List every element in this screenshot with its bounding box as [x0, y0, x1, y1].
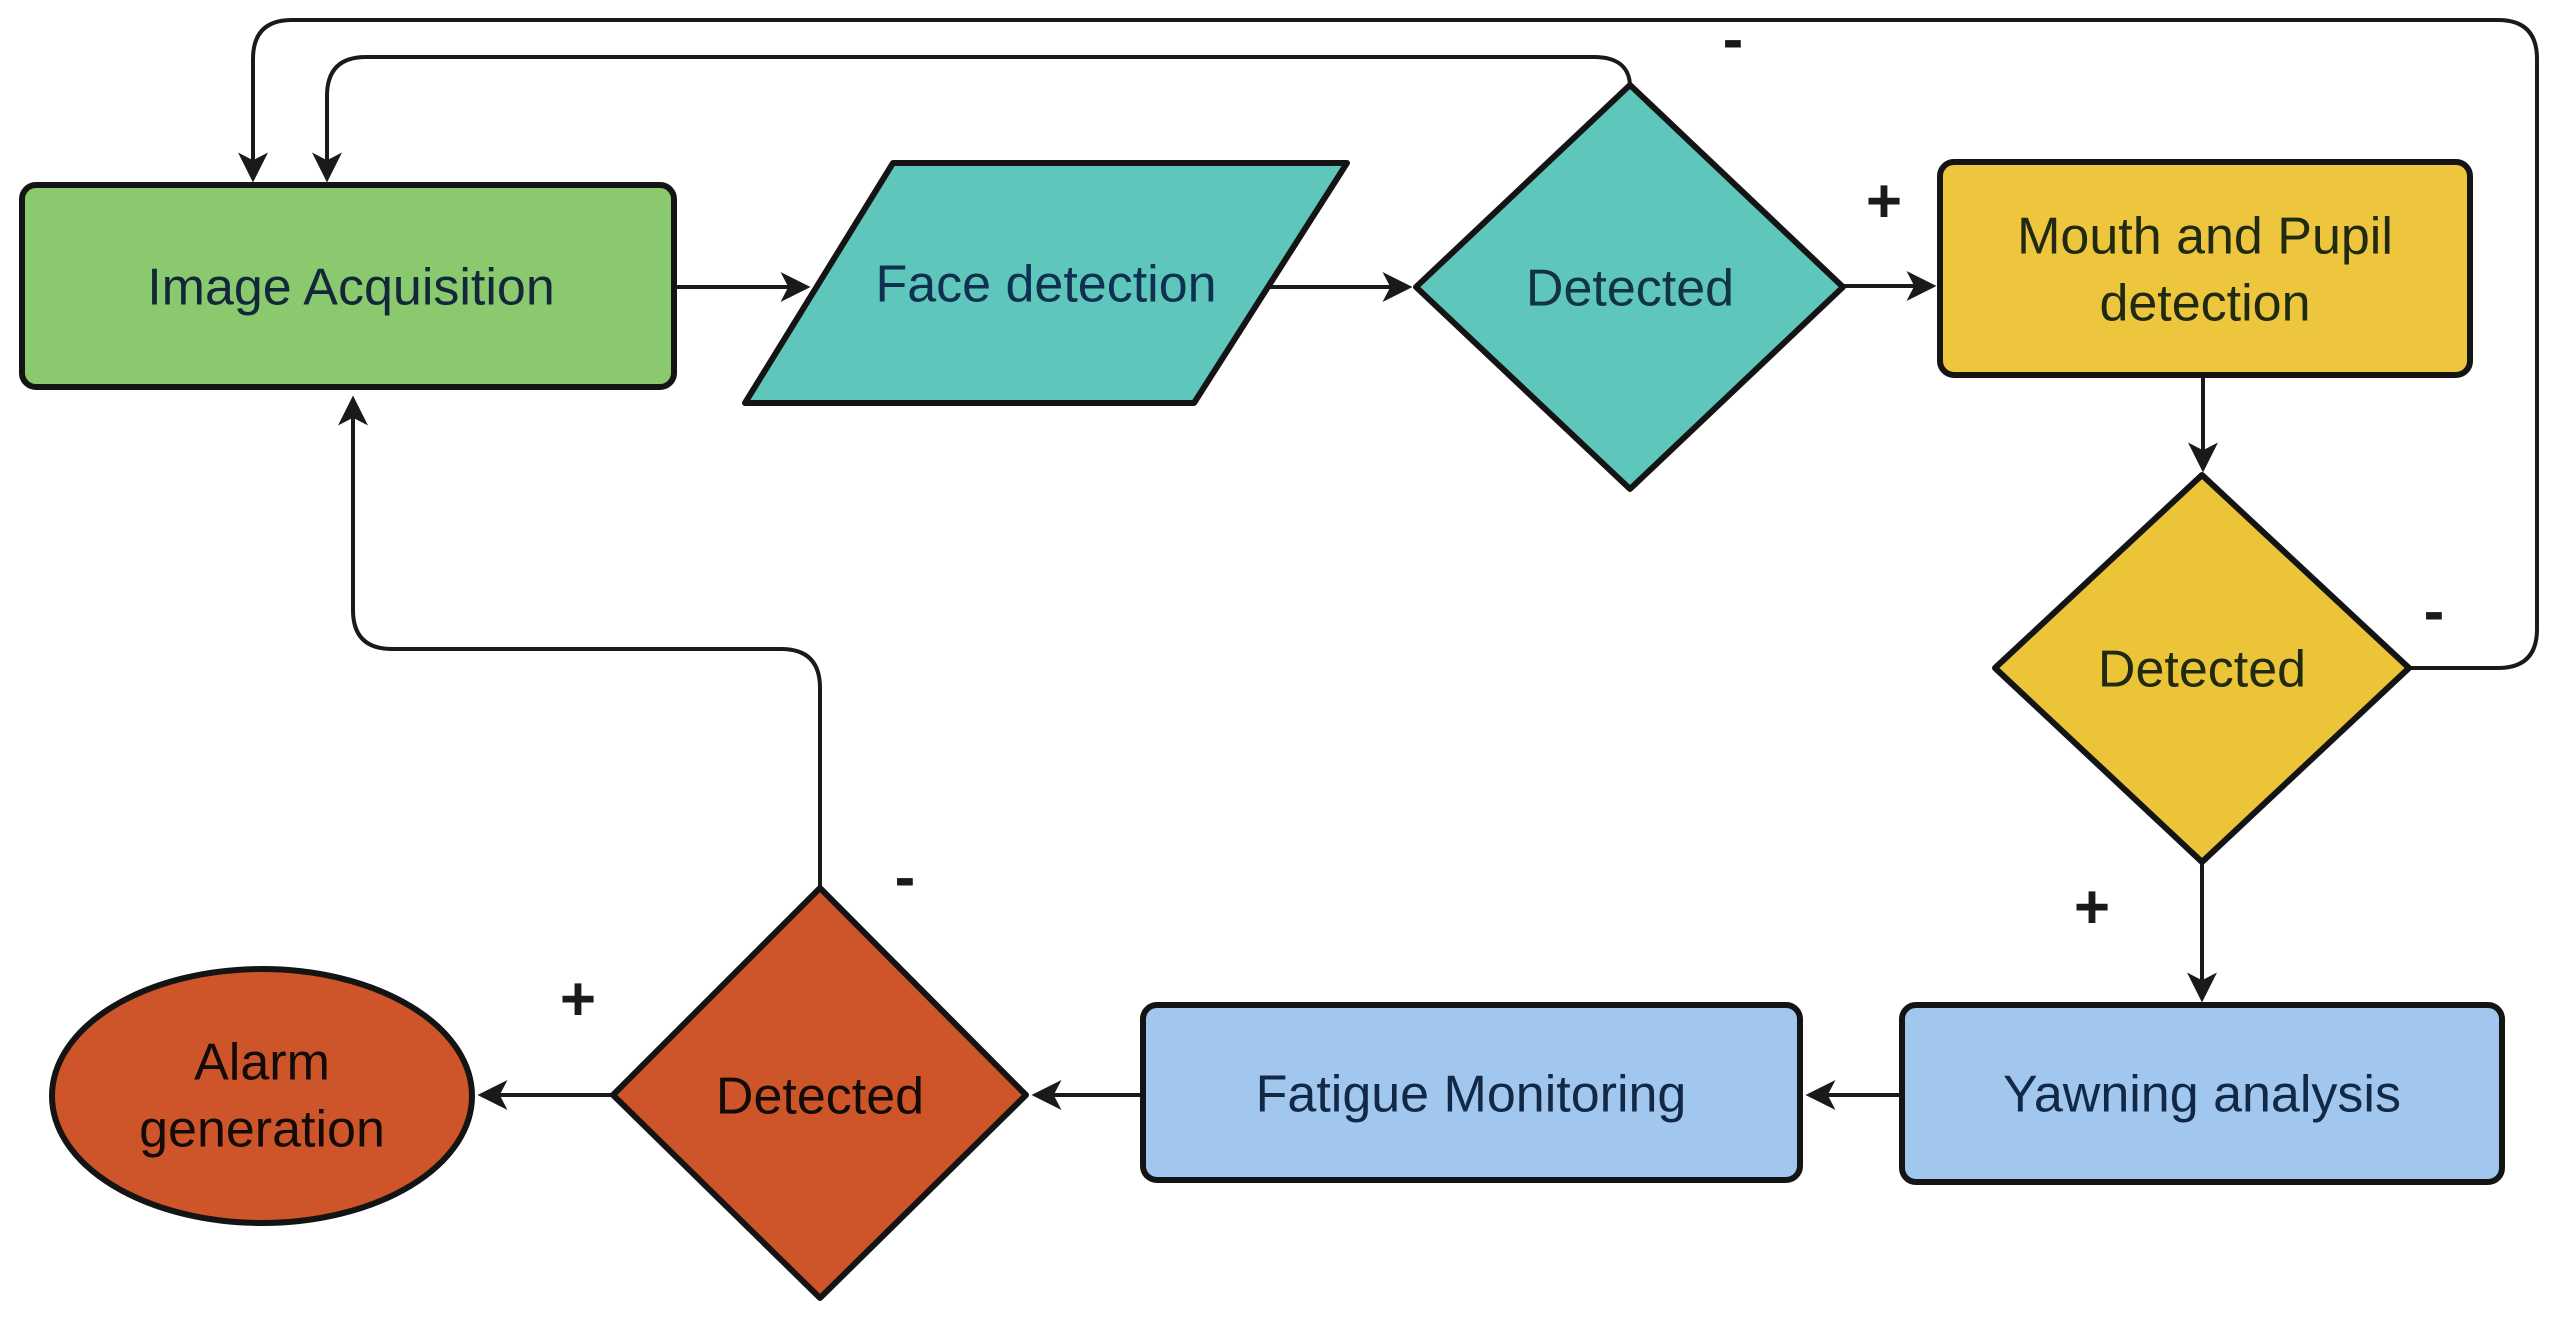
node-image-acquisition	[19, 182, 677, 390]
nodes-layer	[19, 82, 2505, 1301]
edges-layer	[238, 18, 2539, 1110]
node-face-detected	[1413, 82, 1846, 492]
node-fatigue-monitoring	[1140, 1002, 1803, 1183]
node-face-detection	[742, 160, 1350, 406]
node-mouth-pupil-detected	[1992, 472, 2412, 865]
node-mouth-pupil-detection	[1937, 159, 2473, 378]
edge-detected-minus-loop-outer	[238, 18, 2539, 670]
edge-detected-minus-loop-inner	[312, 55, 1632, 183]
node-fatigue-detected	[610, 885, 1029, 1301]
edge-detected-minus-loop-bottom	[338, 395, 822, 888]
node-alarm-generation	[49, 966, 475, 1226]
node-yawning-analysis	[1899, 1002, 2505, 1185]
